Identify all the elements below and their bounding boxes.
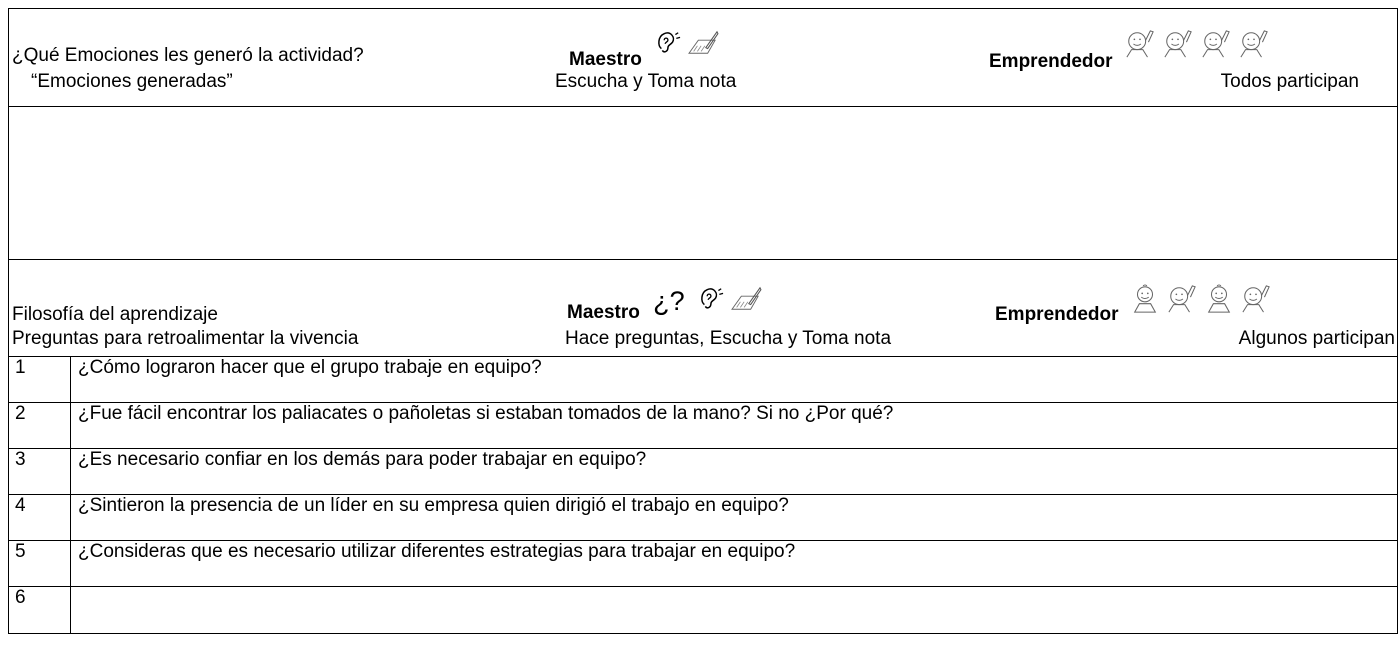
- question-text: ¿Fue fácil encontrar los paliacates o pa…: [70, 402, 1398, 449]
- writing-hand-icon: [730, 285, 762, 313]
- question-answer-blank[interactable]: [70, 586, 1398, 634]
- raised-hand-child-icon: [1162, 29, 1194, 59]
- student-label-2: Emprendedor: [995, 304, 1119, 325]
- student-action-2: Algunos participan: [1238, 328, 1395, 349]
- question-number: 6: [8, 586, 71, 634]
- teacher-action-2: Hace preguntas, Escucha y Toma nota: [565, 328, 892, 349]
- student-block-2: Emprendedor: [995, 284, 1272, 325]
- question-row: 2 ¿Fue fácil encontrar los paliacates o …: [8, 402, 1398, 449]
- question-number: 5: [8, 540, 71, 587]
- ear-icon: [653, 29, 681, 57]
- question-number: 3: [8, 448, 71, 495]
- question-text: ¿Es necesario confiar en los demás para …: [70, 448, 1398, 495]
- raised-hand-child-icon: [1166, 284, 1198, 314]
- question-row: 5 ¿Consideras que es necesario utilizar …: [8, 540, 1398, 587]
- writing-hand-icon: [687, 29, 719, 57]
- question-row: 4 ¿Sintieron la presencia de un líder en…: [8, 494, 1398, 541]
- question-row: 3 ¿Es necesario confiar en los demás par…: [8, 448, 1398, 495]
- question-text: ¿Cómo lograron hacer que el grupo trabaj…: [70, 356, 1398, 403]
- emotions-answer-area[interactable]: [8, 106, 1398, 260]
- student-block: Emprendedor: [989, 29, 1270, 72]
- teacher-block-2: Maestro ¿?: [567, 282, 762, 323]
- raised-hand-child-icon: [1124, 29, 1156, 59]
- question-number: 4: [8, 494, 71, 541]
- question-text: ¿Sintieron la presencia de un líder en s…: [70, 494, 1398, 541]
- child-icon: [1204, 284, 1234, 314]
- philosophy-title: Filosofía del aprendizaje: [12, 304, 218, 325]
- raised-hand-child-icon: [1200, 29, 1232, 59]
- philosophy-subtitle: Preguntas para retroalimentar la vivenci…: [12, 328, 359, 349]
- raised-hand-child-icon: [1240, 284, 1272, 314]
- teacher-label-2: Maestro: [567, 302, 640, 323]
- ear-icon: [696, 285, 724, 313]
- question-row: 6: [8, 586, 1398, 634]
- question-number: 2: [8, 402, 71, 449]
- teacher-action: Escucha y Toma nota: [555, 71, 737, 92]
- philosophy-header-row: Filosofía del aprendizaje Preguntas para…: [8, 259, 1398, 357]
- philosophy-header-cell: Filosofía del aprendizaje Preguntas para…: [8, 259, 1398, 357]
- raised-hand-child-icon: [1238, 29, 1270, 59]
- question-text: ¿Consideras que es necesario utilizar di…: [70, 540, 1398, 587]
- emotions-header-row: ¿Qué Emociones les generó la actividad? …: [8, 8, 1398, 107]
- question-marks-icon: ¿?: [653, 286, 685, 316]
- child-icon: [1130, 284, 1160, 314]
- emotions-subtitle: “Emociones generadas”: [31, 71, 233, 92]
- question-row: 1 ¿Cómo lograron hacer que el grupo trab…: [8, 356, 1398, 403]
- activity-worksheet-table: ¿Qué Emociones les generó la actividad? …: [8, 8, 1398, 634]
- student-label: Emprendedor: [989, 51, 1113, 72]
- emotions-header-cell: ¿Qué Emociones les generó la actividad? …: [8, 8, 1398, 107]
- teacher-block: Maestro: [569, 29, 719, 70]
- question-number: 1: [8, 356, 71, 403]
- emotions-prompt: ¿Qué Emociones les generó la actividad?: [12, 45, 364, 66]
- teacher-label: Maestro: [569, 49, 642, 70]
- student-action: Todos participan: [1220, 71, 1359, 92]
- emotions-answer-row: [8, 106, 1398, 260]
